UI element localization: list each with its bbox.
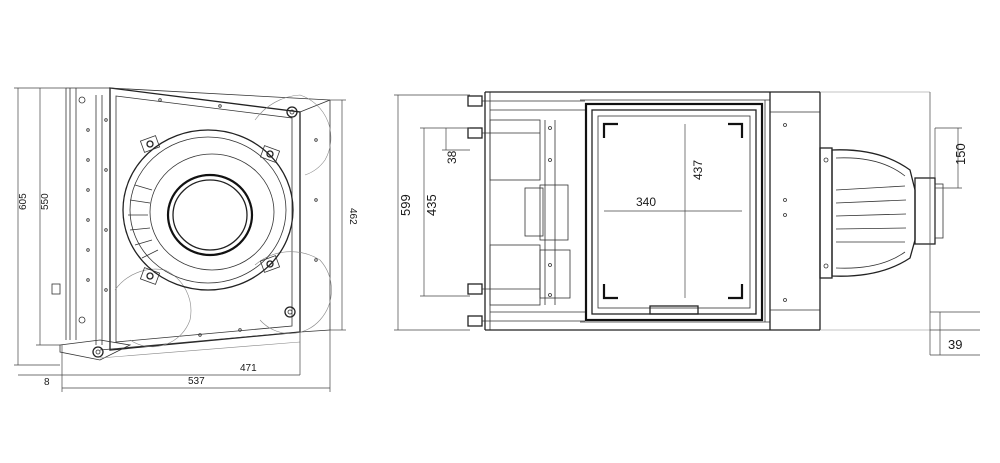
left-view: 605 550 462 8 471 537 xyxy=(14,87,358,392)
right-view-left-brackets xyxy=(467,92,585,330)
dim-471-label: 471 xyxy=(240,363,257,374)
right-view: 340 437 599 xyxy=(394,91,980,356)
dim-605-label: 605 xyxy=(18,193,29,210)
dim-437-label: 437 xyxy=(691,160,705,180)
right-view-dimensions: 599 435 38 150 39 xyxy=(394,92,980,356)
left-view-dimensions: 605 550 462 8 471 537 xyxy=(14,87,358,392)
dim-39-label: 39 xyxy=(948,337,962,352)
left-view-body xyxy=(59,87,331,361)
dim-537-label: 537 xyxy=(188,376,205,387)
dim-435-label: 435 xyxy=(424,194,439,216)
dim-38-label: 38 xyxy=(445,150,459,164)
left-view-fasteners xyxy=(51,96,318,358)
dim-8-label: 8 xyxy=(44,377,50,388)
left-view-side-frame xyxy=(65,87,110,345)
dim-599-label: 599 xyxy=(398,194,413,216)
right-view-door: 340 437 xyxy=(584,102,764,322)
left-view-chamber xyxy=(122,129,294,291)
right-view-flue-cowl xyxy=(819,147,944,279)
dim-462-label: 462 xyxy=(347,208,358,225)
dim-340-label: 340 xyxy=(636,195,656,209)
dim-150-label: 150 xyxy=(953,143,968,165)
left-view-door-arcs xyxy=(114,94,332,347)
dim-550-label: 550 xyxy=(40,193,51,210)
